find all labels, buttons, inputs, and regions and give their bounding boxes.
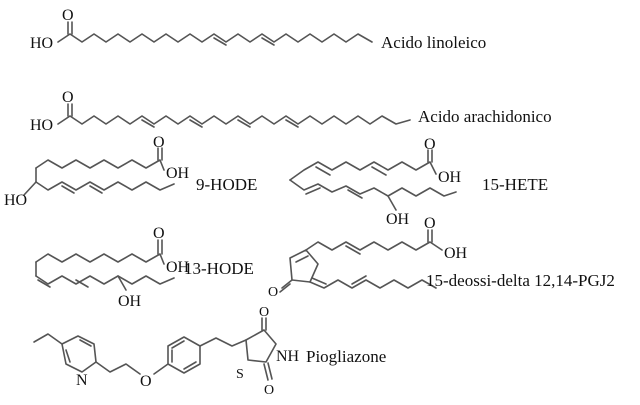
pioglitazone-ether-oxygen: O: [140, 373, 152, 390]
pioglitazone-methylene-bridge: [199, 337, 247, 347]
hode13-label: 13-HODE: [184, 259, 254, 278]
pgj2-structure: O O OH 15-deossi-delta 12,14-PGJ2: [268, 215, 615, 300]
hete15-double-bond-1: [315, 166, 331, 176]
pgj2-carbonyl-bond: [427, 229, 433, 243]
hode13-acid-hydroxyl: OH: [166, 259, 190, 276]
hete15-upper-chain: [289, 161, 437, 181]
arachidonic-double-bond-3: [237, 119, 251, 128]
pgj2-carbonyl-oxygen: O: [424, 215, 436, 232]
hete15-double-bond-2: [371, 166, 387, 176]
hode13-double-bond-2: [75, 279, 89, 288]
linoleic-acid-label: Acido linoleico: [381, 33, 486, 52]
arachidonic-double-bond-2: [189, 119, 203, 128]
pioglitazone-c2-oxygen: O: [264, 383, 274, 398]
pioglitazone-nitrogen: N: [76, 372, 88, 389]
linoleic-carbonyl-oxygen: O: [62, 7, 74, 24]
pioglitazone-c4-oxygen: O: [259, 305, 269, 320]
arachidonic-double-bond-1: [141, 119, 155, 128]
pioglitazone-nh: NH: [276, 348, 300, 365]
hete15-structure: O OH OH 15-HETE: [289, 136, 548, 228]
hode9-double-bond-1: [61, 185, 75, 194]
linoleic-carbonyl-bond: [67, 21, 73, 35]
pioglitazone-benzene-inner-bonds: [171, 340, 197, 370]
hete15-carbonyl-bond: [427, 149, 433, 163]
pioglitazone-pyridine-inner-bonds: [65, 339, 92, 363]
pgj2-upper-chain: [305, 241, 443, 251]
pgj2-double-bond-2: [311, 277, 327, 285]
hode13-double-bond-1: [37, 279, 51, 288]
pgj2-lower-chain: [309, 279, 437, 289]
arachidonic-double-bond-4: [285, 119, 299, 128]
hode13-upper-chain: [35, 253, 165, 265]
hete15-double-bond-3: [305, 187, 321, 195]
pioglitazone-oxy-bond: [153, 363, 169, 375]
pioglitazone-ethyl-group: [33, 333, 63, 345]
hode9-structure: O OH HO 9-HODE: [4, 134, 257, 209]
pioglitazone-thiazolidinedione-ring: [245, 329, 277, 363]
arachidonic-hydroxyl: HO: [30, 117, 53, 134]
hode13-hydroxyl: OH: [118, 293, 142, 310]
hete15-hydroxyl: OH: [386, 211, 410, 228]
arachidonic-acid-label: Acido arachidonico: [418, 107, 552, 126]
hode9-lower-chain: [35, 181, 175, 191]
hode9-acid-hydroxyl: OH: [166, 165, 190, 182]
hode13-structure: O OH OH 13-HODE: [35, 225, 254, 310]
hode9-label: 9-HODE: [196, 175, 257, 194]
arachidonic-carbonyl-oxygen: O: [62, 89, 74, 106]
hode13-lower-chain: [35, 275, 175, 285]
hode13-carbonyl-oxygen: O: [153, 225, 165, 242]
hode9-hydroxyl: HO: [4, 192, 27, 209]
linoleic-hydroxyl: HO: [30, 35, 53, 52]
hode9-upper-chain: [35, 159, 165, 171]
linoleic-acid-structure: O HO Acido linoleico: [30, 7, 486, 52]
hete15-lower-chain: [289, 179, 457, 197]
hode9-carbonyl-oxygen: O: [153, 134, 165, 151]
hete15-label: 15-HETE: [482, 175, 548, 194]
linoleic-carbon-chain: [57, 33, 373, 43]
linoleic-double-bond-1: [213, 37, 227, 46]
pioglitazone-c2-carbonyl: [263, 362, 273, 381]
hode13-oh-bond: [117, 275, 127, 291]
hode9-carbonyl-bond: [157, 147, 163, 161]
pioglitazone-c4-carbonyl: [261, 317, 267, 331]
pgj2-ketone-bond: [279, 279, 293, 293]
arachidonic-acid-structure: O HO Acido arachidonico: [30, 89, 552, 134]
linoleic-double-bond-2: [261, 37, 275, 46]
hode9-double-bond-2: [89, 185, 103, 194]
hete15-oh-bond: [387, 195, 397, 211]
hete15-double-bond-4: [347, 189, 363, 199]
hode13-carbonyl-bond: [157, 239, 163, 255]
arachidonic-carbonyl-bond: [67, 103, 73, 117]
pgj2-double-bond-3: [351, 275, 367, 285]
pioglitazone-structure: N O O NH S O Piogliazone: [33, 305, 386, 398]
pgj2-double-bond-1: [345, 245, 361, 255]
pioglitazone-ethoxy-linker: [95, 361, 141, 375]
pioglitazone-sulfur: S: [236, 367, 244, 382]
pgj2-acid-hydroxyl: OH: [444, 245, 468, 262]
pgj2-ketone-oxygen: O: [268, 285, 278, 300]
pgj2-ring-double-bond: [295, 255, 309, 263]
pioglitazone-label: Piogliazone: [306, 347, 386, 366]
hete15-carbonyl-oxygen: O: [424, 136, 436, 153]
hete15-acid-hydroxyl: OH: [438, 169, 462, 186]
pgj2-cyclopentenone-ring: [289, 249, 319, 283]
hode9-oh-bond: [23, 181, 37, 196]
arachidonic-carbon-chain: [57, 115, 411, 125]
pgj2-label: 15-deossi-delta 12,14-PGJ2: [426, 271, 615, 290]
